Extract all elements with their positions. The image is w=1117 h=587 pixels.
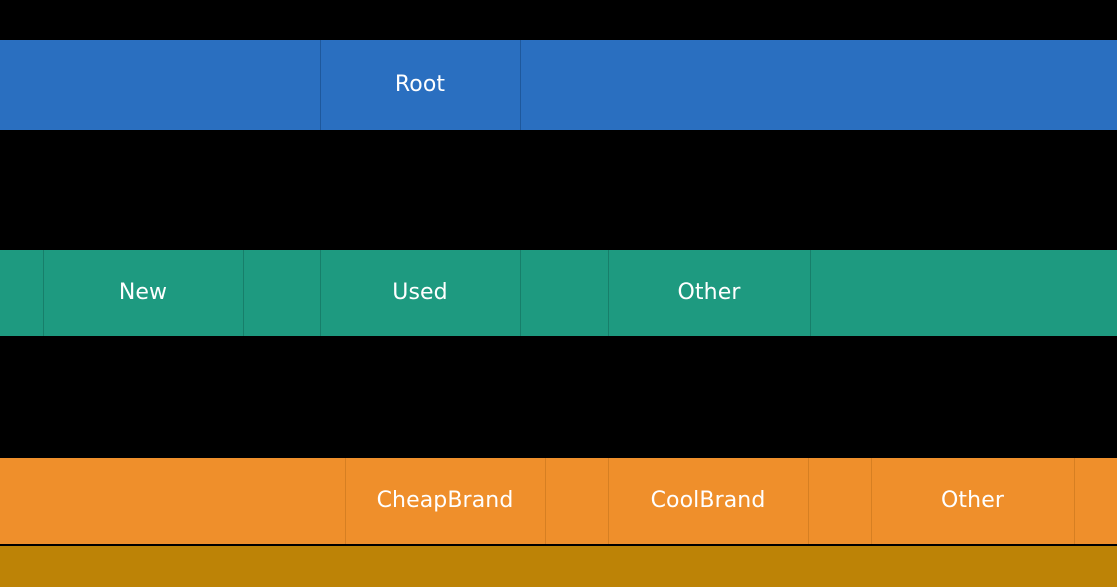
node-label: Other bbox=[677, 280, 741, 305]
brand-level: CheapBrand CoolBrand Other bbox=[0, 458, 1117, 544]
condition-level: New Used Other bbox=[0, 250, 1117, 336]
node-label: CoolBrand bbox=[650, 488, 766, 513]
node-coolbrand[interactable]: CoolBrand bbox=[608, 458, 808, 544]
node-segment[interactable] bbox=[0, 458, 345, 544]
node-label: New bbox=[118, 280, 168, 305]
root-level: Root bbox=[0, 40, 1117, 130]
node-other[interactable]: Other bbox=[871, 458, 1074, 544]
node-segment[interactable] bbox=[0, 250, 43, 336]
node-label: Root bbox=[394, 72, 446, 97]
node-cheapbrand[interactable]: CheapBrand bbox=[345, 458, 545, 544]
node-label: Other bbox=[941, 488, 1004, 513]
node-segment[interactable] bbox=[810, 250, 1117, 336]
node-label: CheapBrand bbox=[376, 488, 514, 513]
node-other[interactable]: Other bbox=[608, 250, 810, 336]
node-segment[interactable] bbox=[1074, 458, 1117, 544]
node-new[interactable]: New bbox=[43, 250, 243, 336]
node-segment[interactable] bbox=[0, 546, 1117, 587]
node-segment[interactable] bbox=[0, 40, 320, 130]
node-root[interactable]: Root bbox=[320, 40, 520, 130]
node-segment[interactable] bbox=[808, 458, 871, 544]
node-used[interactable]: Used bbox=[320, 250, 520, 336]
node-label: Used bbox=[392, 280, 448, 305]
node-segment[interactable] bbox=[520, 40, 1117, 130]
node-segment[interactable] bbox=[243, 250, 320, 336]
leaf-level bbox=[0, 546, 1117, 587]
node-segment[interactable] bbox=[545, 458, 608, 544]
node-segment[interactable] bbox=[520, 250, 608, 336]
